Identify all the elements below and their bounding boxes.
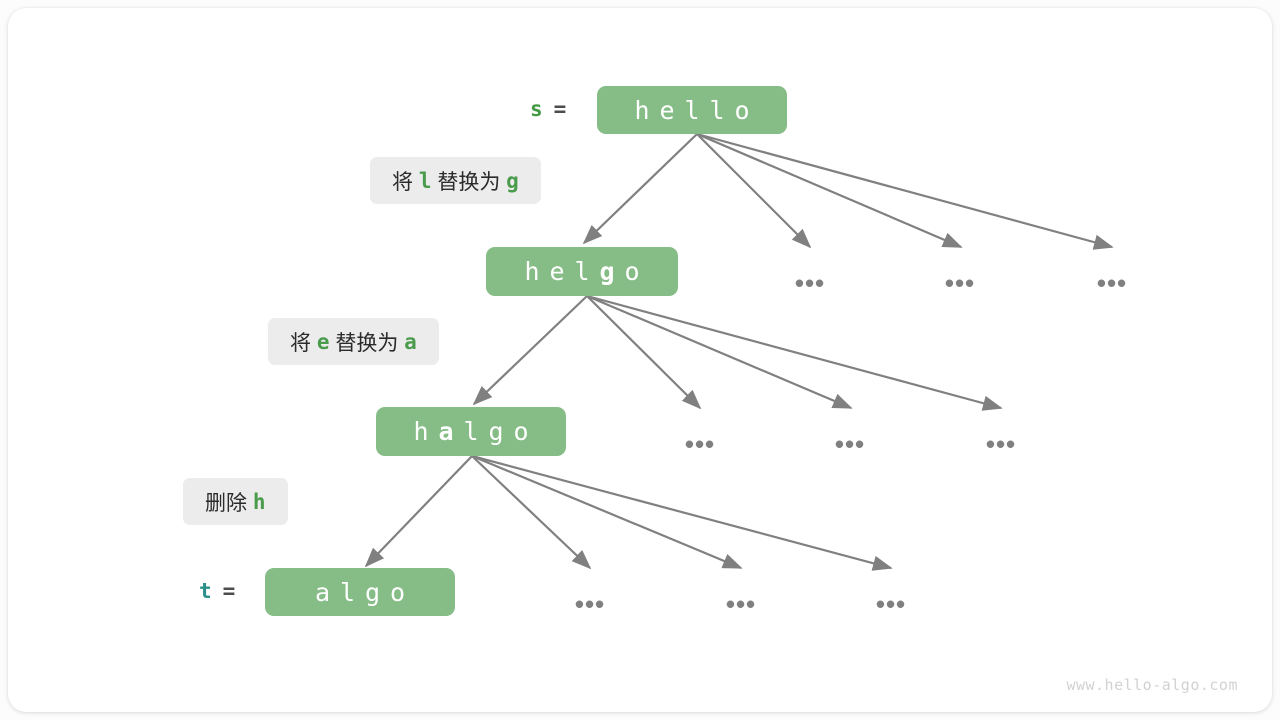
var-name-s: s bbox=[530, 97, 543, 121]
op-label-prefix: 将 bbox=[392, 170, 419, 194]
equals-sign-s: = bbox=[553, 97, 567, 121]
op-label-target-char: g bbox=[506, 168, 519, 193]
op-label-source-char: h bbox=[252, 489, 266, 514]
op-label-middle: 替换为 bbox=[329, 331, 405, 355]
node-char-highlighted: g bbox=[599, 257, 615, 286]
node-char: h bbox=[524, 257, 540, 286]
node-char: l bbox=[684, 95, 700, 125]
ellipsis-marker: ••• bbox=[834, 429, 866, 459]
node-char: o bbox=[624, 257, 640, 286]
node-char: l bbox=[463, 417, 479, 446]
node-char: e bbox=[659, 95, 675, 125]
op-label-prefix: 将 bbox=[290, 331, 317, 355]
op-label-target-char: a bbox=[404, 329, 417, 354]
var-label-t: t = bbox=[199, 579, 235, 603]
op-label-replace-e-with-a: 将 e 替换为 a bbox=[268, 318, 439, 365]
op-label-delete-h: 删除 h bbox=[183, 478, 288, 525]
node-char: e bbox=[549, 257, 565, 286]
op-label-source-char: e bbox=[316, 329, 330, 354]
ellipsis-marker: ••• bbox=[725, 589, 757, 619]
var-label-s: s = bbox=[530, 97, 566, 121]
op-label-replace-l-with-g: 将 l 替换为 g bbox=[370, 157, 541, 204]
node-char: o bbox=[513, 417, 529, 446]
node-char: g bbox=[364, 577, 381, 607]
node-char: o bbox=[734, 95, 750, 125]
node-char: a bbox=[314, 577, 331, 607]
node-char: l bbox=[339, 577, 356, 607]
op-label-source-char: l bbox=[418, 168, 432, 193]
ellipsis-marker: ••• bbox=[684, 429, 716, 459]
node-char: g bbox=[488, 417, 504, 446]
ellipsis-marker: ••• bbox=[944, 268, 976, 298]
var-name-t: t bbox=[199, 579, 212, 603]
node-char: l bbox=[574, 257, 590, 286]
ellipsis-marker: ••• bbox=[574, 589, 606, 619]
node-char-highlighted: a bbox=[438, 417, 454, 446]
node-char: l bbox=[709, 95, 725, 125]
op-label-prefix: 删除 bbox=[205, 491, 253, 515]
node-char: h bbox=[634, 95, 650, 125]
node-char: h bbox=[413, 417, 429, 446]
op-label-middle: 替换为 bbox=[431, 170, 507, 194]
equals-sign-t: = bbox=[222, 579, 236, 603]
node-char: o bbox=[389, 577, 406, 607]
watermark: www.hello-algo.com bbox=[1066, 676, 1238, 694]
ellipsis-marker: ••• bbox=[794, 268, 826, 298]
ellipsis-marker: ••• bbox=[1096, 268, 1128, 298]
ellipsis-marker: ••• bbox=[875, 589, 907, 619]
ellipsis-marker: ••• bbox=[985, 429, 1017, 459]
